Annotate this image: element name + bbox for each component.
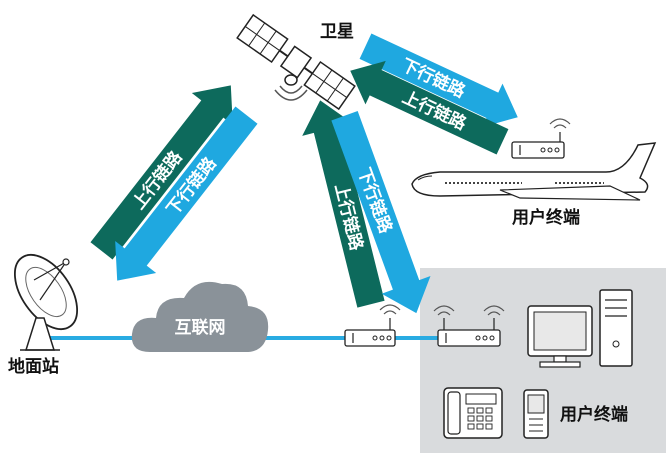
satellite-icon [236,13,356,111]
satellite-label: 卫星 [320,22,354,42]
panel-user-terminal-label: 用户终端 [560,404,628,425]
mobile-phone-icon [523,389,549,439]
aircraft-modem-icon [511,118,571,159]
middle-uplink-arrow: 上行链路 [302,100,385,308]
router-icon [433,305,505,347]
desk-phone-icon [443,387,503,439]
plane-user-terminal-label: 用户终端 [512,207,580,228]
pc-tower-icon [599,289,633,367]
satellite-dish-icon [14,254,78,351]
cloud-icon [131,281,269,352]
ground-station-label: 地面站 [8,356,59,377]
monitor-icon [527,305,593,368]
modem-icon [344,304,401,347]
internet-label: 互联网 [175,318,226,338]
airplane-icon [411,142,657,201]
